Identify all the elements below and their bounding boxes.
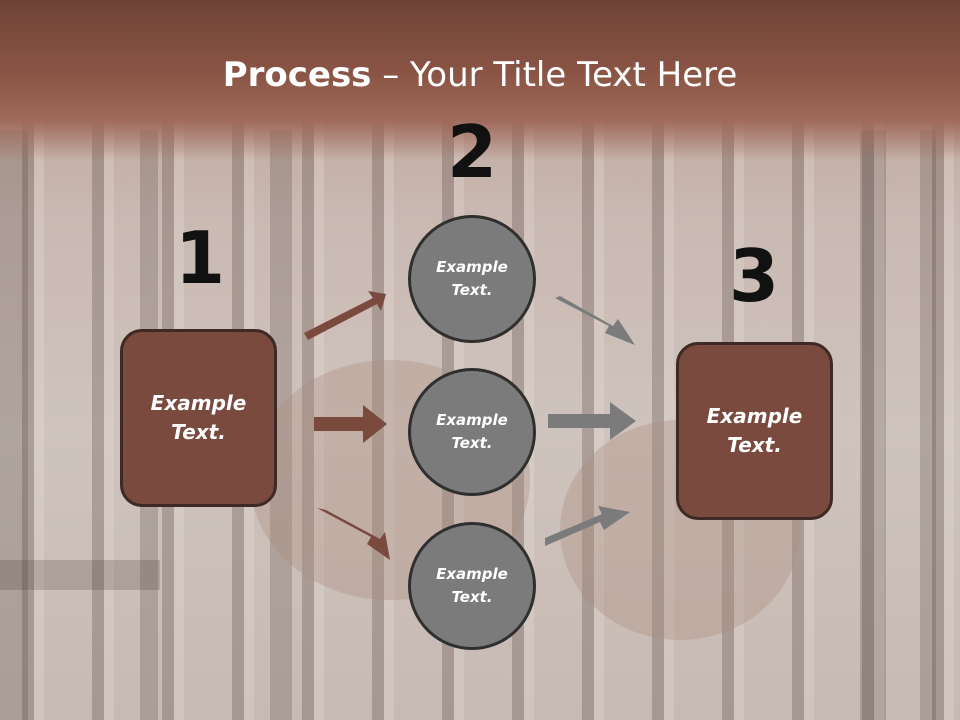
title-rest: – Your Title Text Here [371,55,738,95]
title-bold: Process [222,55,372,95]
step-3-text: Example Text. [706,404,803,457]
arrow-brown-right [314,405,387,443]
step-3-number: 3 [728,234,780,318]
circle-bottom-text: Example Text. [436,565,508,606]
arrow-gray-right [548,402,636,440]
step-1-box[interactable]: Example Text. [120,329,277,507]
step-2-number: 2 [446,110,498,194]
slide-title: Process – Your Title Text Here [0,54,960,96]
circle-top-text: Example Text. [436,258,508,299]
arrow-brown-up [304,291,386,340]
arrow-gray-down [555,296,635,345]
arrow-brown-down [317,508,390,560]
step-1-text: Example Text. [150,391,247,444]
arrow-gray-up [545,506,630,546]
step-1-number: 1 [174,216,226,300]
title-banner [0,0,960,160]
circle-bottom[interactable]: Example Text. [408,522,536,650]
step-3-box[interactable]: Example Text. [676,342,833,520]
circle-middle-text: Example Text. [436,411,508,452]
circle-top[interactable]: Example Text. [408,215,536,343]
circle-middle[interactable]: Example Text. [408,368,536,496]
